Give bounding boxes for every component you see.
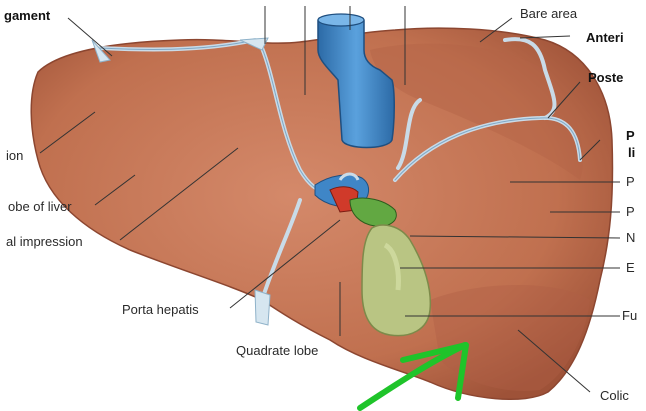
label-r5: Fu — [622, 308, 637, 323]
label-lobe-of-liver: obe of liver — [8, 199, 72, 214]
label-lobe-left: ion — [6, 148, 23, 163]
label-anterior: Anteri — [586, 30, 624, 45]
label-r2: P — [626, 204, 635, 219]
label-right-top2: li — [628, 145, 635, 160]
label-posterior: Poste — [588, 70, 623, 85]
label-impression: al impression — [6, 234, 83, 249]
label-r4: E — [626, 260, 635, 275]
label-r3: N — [626, 230, 635, 245]
label-ligament: gament — [4, 8, 50, 23]
label-quadrate-lobe: Quadrate lobe — [236, 343, 318, 358]
label-bare-area: Bare area — [520, 6, 577, 21]
label-porta-hepatis: Porta hepatis — [122, 302, 199, 317]
label-right-top: P — [626, 128, 635, 143]
label-colic: Colic — [600, 388, 629, 403]
label-r1: P — [626, 174, 635, 189]
